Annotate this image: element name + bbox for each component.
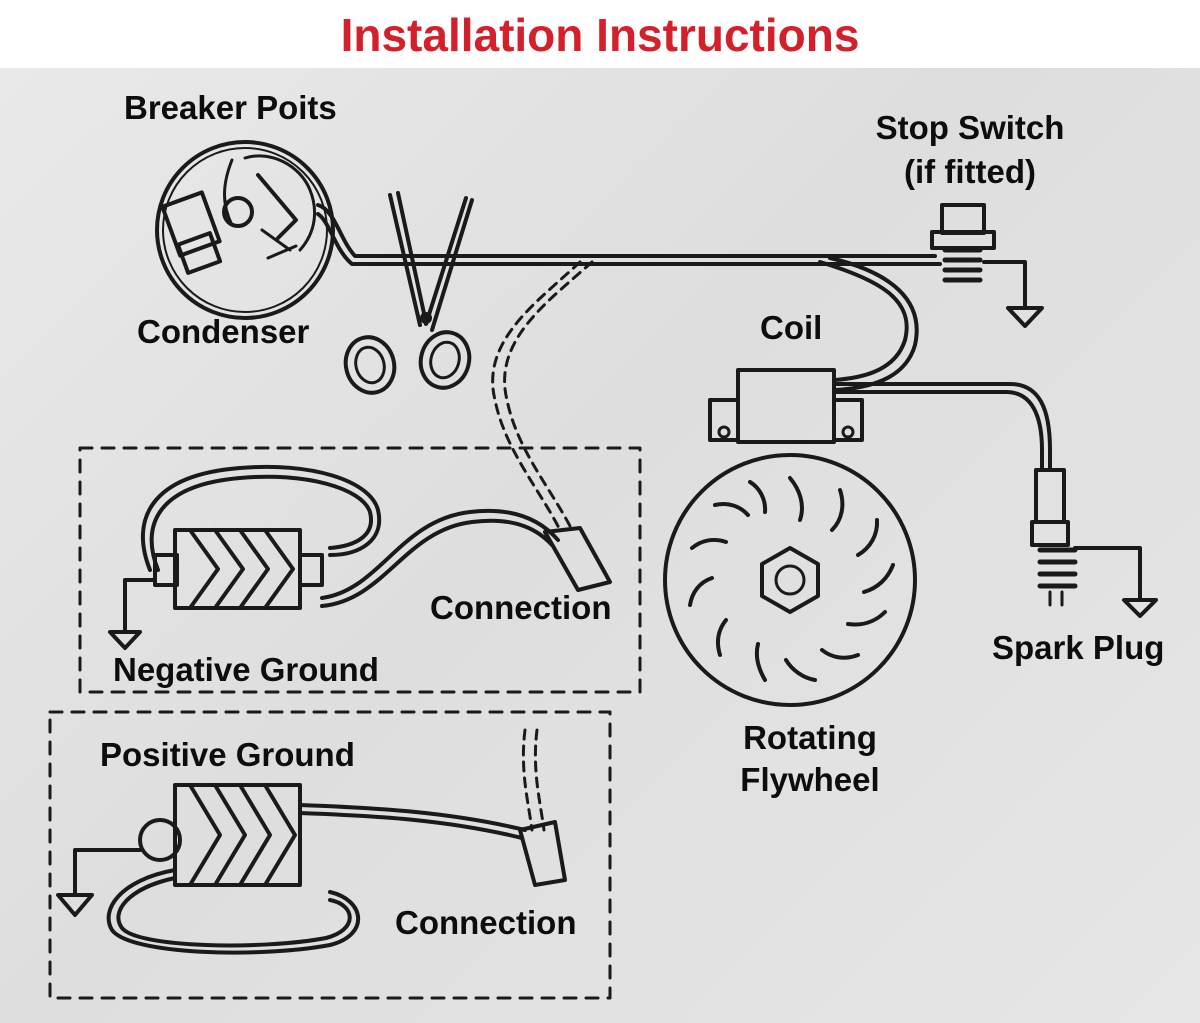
label-spark-plug: Spark Plug <box>992 629 1165 666</box>
label-condenser: Condenser <box>137 313 310 350</box>
label-stop-switch: Stop Switch <box>875 109 1065 146</box>
label-stop-switch-note: (if fitted) <box>904 153 1036 190</box>
coil-drawing <box>708 368 864 444</box>
spark-plug-drawing <box>1030 468 1158 618</box>
label-connection-top: Connection <box>430 589 612 626</box>
label-positive-ground: Positive Ground <box>100 736 355 773</box>
paper-background <box>0 68 1200 1023</box>
label-connection-bottom: Connection <box>395 904 577 941</box>
scissors-drawing <box>343 191 474 395</box>
flywheel-drawing <box>663 453 917 707</box>
breaker-points-drawing <box>155 140 335 320</box>
label-flywheel: Flywheel <box>740 761 880 798</box>
label-negative-ground: Negative Ground <box>113 651 379 688</box>
positive-ground-drawing <box>48 710 612 1000</box>
stop-switch-drawing <box>930 203 1044 328</box>
label-coil: Coil <box>760 309 823 346</box>
page-title: Installation Instructions <box>340 9 860 61</box>
label-rotating: Rotating <box>743 719 877 756</box>
label-breaker-points: Breaker Poits <box>124 89 337 126</box>
negative-ground-drawing <box>78 446 642 694</box>
